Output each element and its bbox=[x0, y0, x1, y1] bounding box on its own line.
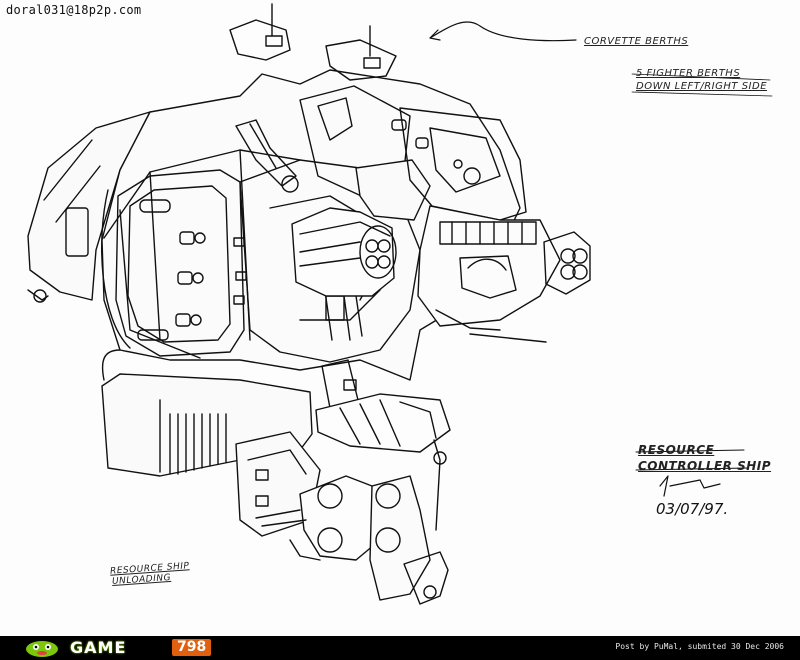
sketch-title-line2: CONTROLLER SHIP bbox=[638, 459, 772, 473]
top-antennae bbox=[229, 3, 397, 81]
forward-engine-block bbox=[291, 207, 397, 297]
title-underline-rule bbox=[635, 449, 749, 471]
thruster-left-3 bbox=[175, 313, 202, 327]
docked-resource-ship bbox=[235, 431, 449, 605]
post-credit: Post by PuMal, submited 30 Dec 2006 bbox=[615, 642, 784, 651]
signature-mark bbox=[659, 475, 721, 497]
corvette-berths-label: CORVETTE BERTHS bbox=[584, 36, 689, 47]
watermark-email: doral031@18p2p.com bbox=[6, 3, 142, 17]
sketch-title-line1: RESOURCE bbox=[638, 443, 715, 457]
right-front-section bbox=[417, 205, 561, 343]
site-logo-text: GAME bbox=[70, 638, 127, 657]
fighter-berths-label-line1: 5 FIGHTER BERTHS bbox=[636, 68, 741, 79]
sketch-sheet: doral031@18p2p.com CORVETTE BERTHS 5 FIG… bbox=[6, 3, 773, 605]
corvette-arrow bbox=[429, 21, 577, 42]
right-upper-deck bbox=[391, 107, 527, 221]
thruster-left-2 bbox=[177, 271, 204, 285]
right-engine-pod bbox=[543, 231, 591, 295]
ship-line-drawing bbox=[27, 3, 773, 605]
fighter-berths-label-line2: DOWN LEFT/RIGHT SIDE bbox=[636, 81, 768, 92]
top-conduit-pipe bbox=[235, 119, 299, 193]
fighter-label-box bbox=[631, 73, 773, 97]
mascot-logo-icon bbox=[26, 641, 58, 657]
thruster-left-1 bbox=[179, 231, 206, 245]
neck-connector bbox=[315, 359, 451, 453]
site-logo-number: 798 bbox=[172, 639, 212, 656]
left-face-panel bbox=[115, 169, 247, 357]
left-engine-pod bbox=[27, 111, 151, 303]
footer-bar: GAME 798 Post by PuMal, submited 30 Dec … bbox=[0, 636, 800, 660]
sketch-date: 03/07/97. bbox=[656, 500, 729, 518]
